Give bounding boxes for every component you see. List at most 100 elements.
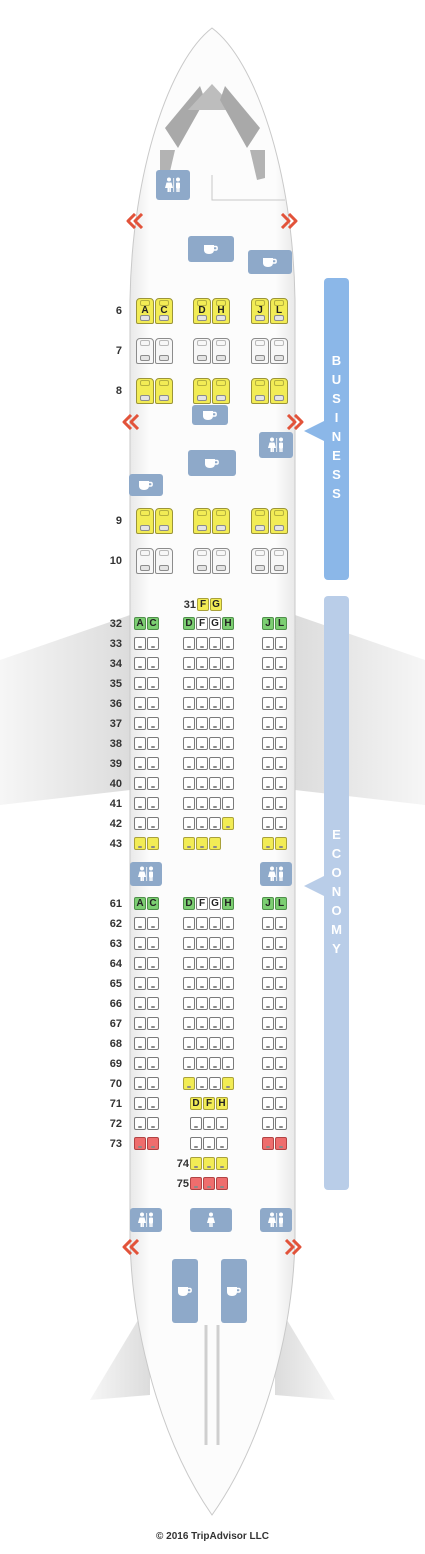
economy-seat[interactable] — [275, 677, 287, 690]
economy-seat[interactable] — [183, 997, 195, 1010]
economy-seat[interactable] — [209, 1077, 221, 1090]
economy-seat[interactable] — [275, 637, 287, 650]
economy-seat[interactable] — [275, 1097, 287, 1110]
business-seat[interactable] — [136, 378, 154, 404]
economy-seat[interactable] — [183, 1017, 195, 1030]
economy-seat[interactable] — [209, 717, 221, 730]
economy-seat[interactable] — [275, 1017, 287, 1030]
economy-seat[interactable] — [134, 637, 146, 650]
economy-seat[interactable]: L — [275, 617, 287, 630]
economy-seat[interactable]: D — [183, 617, 195, 630]
economy-seat[interactable] — [147, 1077, 159, 1090]
economy-seat[interactable] — [275, 697, 287, 710]
economy-seat[interactable] — [196, 697, 208, 710]
economy-seat[interactable] — [222, 757, 234, 770]
economy-seat[interactable] — [275, 997, 287, 1010]
business-seat[interactable] — [193, 378, 211, 404]
economy-seat[interactable] — [134, 937, 146, 950]
economy-seat[interactable] — [183, 817, 195, 830]
economy-seat[interactable] — [134, 697, 146, 710]
economy-seat[interactable] — [222, 717, 234, 730]
economy-seat[interactable] — [222, 937, 234, 950]
economy-seat[interactable] — [275, 657, 287, 670]
economy-seat[interactable] — [134, 917, 146, 930]
economy-seat[interactable] — [275, 937, 287, 950]
economy-seat[interactable] — [183, 957, 195, 970]
economy-seat[interactable] — [275, 1057, 287, 1070]
business-seat[interactable] — [212, 378, 230, 404]
economy-seat[interactable] — [147, 657, 159, 670]
economy-seat[interactable] — [222, 697, 234, 710]
economy-seat[interactable]: J — [262, 617, 274, 630]
economy-seat[interactable] — [262, 1117, 274, 1130]
economy-seat[interactable] — [222, 1077, 234, 1090]
economy-seat[interactable] — [262, 837, 274, 850]
economy-seat[interactable] — [222, 977, 234, 990]
economy-seat[interactable] — [209, 737, 221, 750]
business-seat[interactable] — [251, 508, 269, 534]
economy-seat[interactable] — [183, 977, 195, 990]
business-seat[interactable]: H — [212, 298, 230, 324]
business-seat[interactable] — [155, 378, 173, 404]
economy-seat[interactable] — [209, 917, 221, 930]
economy-seat[interactable] — [209, 757, 221, 770]
economy-seat[interactable]: C — [147, 897, 159, 910]
business-seat[interactable] — [193, 548, 211, 574]
economy-seat[interactable]: F — [197, 598, 209, 611]
economy-seat[interactable] — [190, 1117, 202, 1130]
business-seat[interactable]: D — [193, 298, 211, 324]
business-seat[interactable] — [136, 548, 154, 574]
economy-seat[interactable] — [222, 777, 234, 790]
business-seat[interactable] — [270, 548, 288, 574]
economy-seat[interactable] — [147, 677, 159, 690]
business-seat[interactable] — [136, 508, 154, 534]
economy-seat[interactable] — [222, 957, 234, 970]
economy-seat[interactable] — [147, 797, 159, 810]
economy-seat[interactable] — [147, 757, 159, 770]
economy-seat[interactable] — [209, 837, 221, 850]
economy-seat[interactable] — [147, 917, 159, 930]
economy-seat[interactable] — [209, 1017, 221, 1030]
economy-seat[interactable] — [196, 817, 208, 830]
economy-seat[interactable] — [275, 1137, 287, 1150]
economy-seat[interactable] — [262, 917, 274, 930]
economy-seat[interactable] — [216, 1117, 228, 1130]
economy-seat[interactable] — [262, 797, 274, 810]
economy-seat[interactable] — [209, 677, 221, 690]
economy-seat[interactable]: G — [209, 617, 221, 630]
economy-seat[interactable] — [222, 657, 234, 670]
business-seat[interactable] — [212, 338, 230, 364]
economy-seat[interactable] — [262, 757, 274, 770]
economy-seat[interactable] — [134, 1037, 146, 1050]
business-seat[interactable]: C — [155, 298, 173, 324]
economy-seat[interactable] — [216, 1157, 228, 1170]
economy-seat[interactable] — [222, 737, 234, 750]
economy-seat[interactable] — [262, 737, 274, 750]
economy-seat[interactable] — [209, 697, 221, 710]
economy-seat[interactable] — [209, 997, 221, 1010]
economy-seat[interactable] — [196, 1057, 208, 1070]
business-seat[interactable] — [251, 378, 269, 404]
economy-seat[interactable] — [134, 1117, 146, 1130]
economy-seat[interactable] — [203, 1177, 215, 1190]
economy-seat[interactable] — [134, 837, 146, 850]
economy-seat[interactable] — [196, 837, 208, 850]
economy-seat[interactable] — [209, 797, 221, 810]
economy-seat[interactable] — [183, 917, 195, 930]
economy-seat[interactable] — [196, 977, 208, 990]
economy-seat[interactable] — [190, 1177, 202, 1190]
economy-seat[interactable] — [209, 937, 221, 950]
economy-seat[interactable]: G — [209, 897, 221, 910]
economy-seat[interactable] — [262, 717, 274, 730]
economy-seat[interactable]: D — [190, 1097, 202, 1110]
business-seat[interactable] — [251, 338, 269, 364]
economy-seat[interactable] — [134, 817, 146, 830]
economy-seat[interactable] — [209, 817, 221, 830]
business-seat[interactable] — [193, 508, 211, 534]
economy-seat[interactable]: J — [262, 897, 274, 910]
economy-seat[interactable] — [275, 1117, 287, 1130]
economy-seat[interactable] — [147, 837, 159, 850]
economy-seat[interactable] — [134, 1057, 146, 1070]
economy-seat[interactable] — [209, 977, 221, 990]
economy-seat[interactable] — [262, 777, 274, 790]
